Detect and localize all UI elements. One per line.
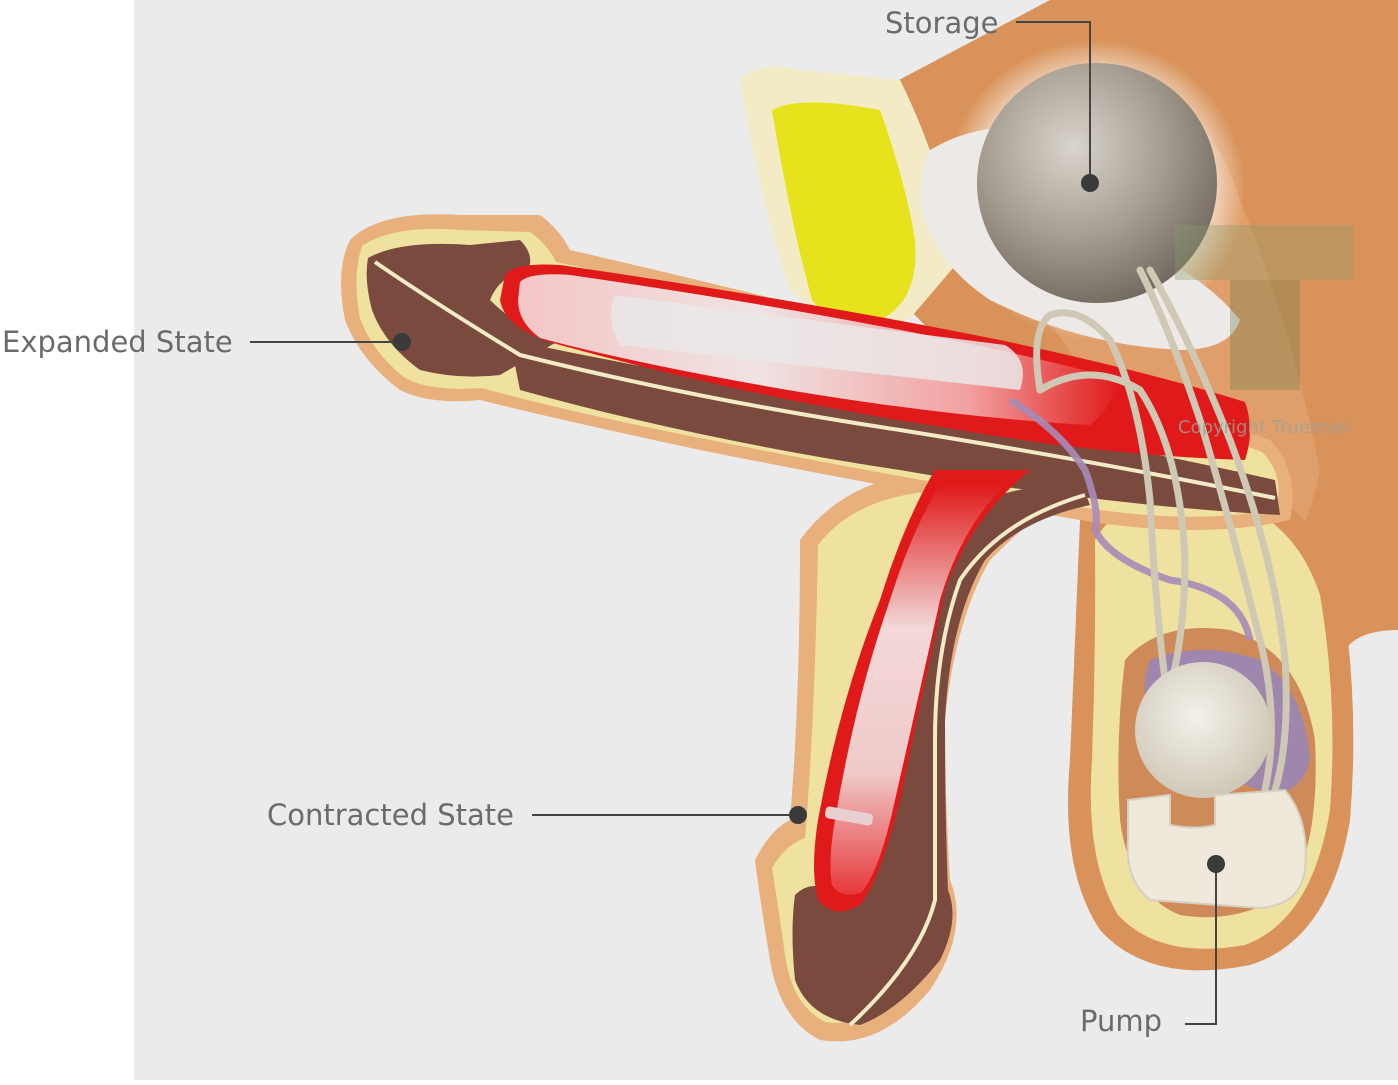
watermark-text: Copyright Trueman: [1178, 417, 1350, 438]
pump-body: [1126, 788, 1307, 910]
contracted-cylinder-inner: [830, 485, 1005, 895]
storage-leader: [1016, 21, 1091, 183]
label-contracted-state: Contracted State: [267, 798, 514, 832]
watermark-logo: [1175, 225, 1353, 390]
label-storage: Storage: [885, 6, 999, 40]
urethra-expanded: [373, 260, 1276, 500]
bladder-yellow: [772, 102, 916, 321]
pump-bulb: [1135, 662, 1271, 798]
storage-dot: [1081, 174, 1099, 192]
tubing: [1033, 266, 1290, 794]
contracted-dot: [789, 806, 807, 824]
urethra-contracted: [848, 493, 1086, 1027]
expanded-dot: [393, 333, 411, 351]
leader-lines: [250, 21, 1217, 1025]
leader-dots: [393, 174, 1225, 873]
label-expanded-state: Expanded State: [2, 325, 233, 359]
purple-tube: [1008, 396, 1254, 641]
pump-dot: [1207, 855, 1225, 873]
label-pump: Pump: [1080, 1004, 1163, 1038]
cylinder-tip-joint: [824, 806, 874, 826]
pump-leader: [1185, 864, 1217, 1025]
implant-segment: [611, 295, 1023, 390]
